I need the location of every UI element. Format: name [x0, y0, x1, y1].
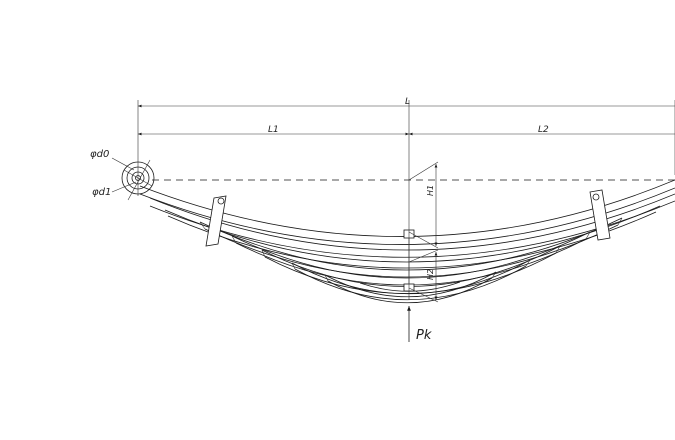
right-spring-clip [589, 189, 611, 241]
eye-inner-diameter-label: φd1 [92, 187, 111, 198]
arc-height-lower-label: H2 [426, 269, 435, 280]
eye-outer-diameter-label: φd0 [90, 149, 109, 160]
spring-eye [111, 157, 155, 201]
left-spring-clip [205, 195, 227, 247]
arc-height-lower-dimension [408, 249, 439, 303]
load-label: Pk [416, 328, 432, 343]
arc-height-upper-dimension [408, 161, 439, 249]
spring-leaf-stack [139, 179, 675, 304]
arc-height-upper-label: H1 [426, 185, 435, 196]
dimension-front-length-label: L1 [268, 125, 279, 135]
dimension-total-length-label: L [405, 97, 410, 107]
dimension-rear-length-label: L2 [538, 125, 549, 135]
